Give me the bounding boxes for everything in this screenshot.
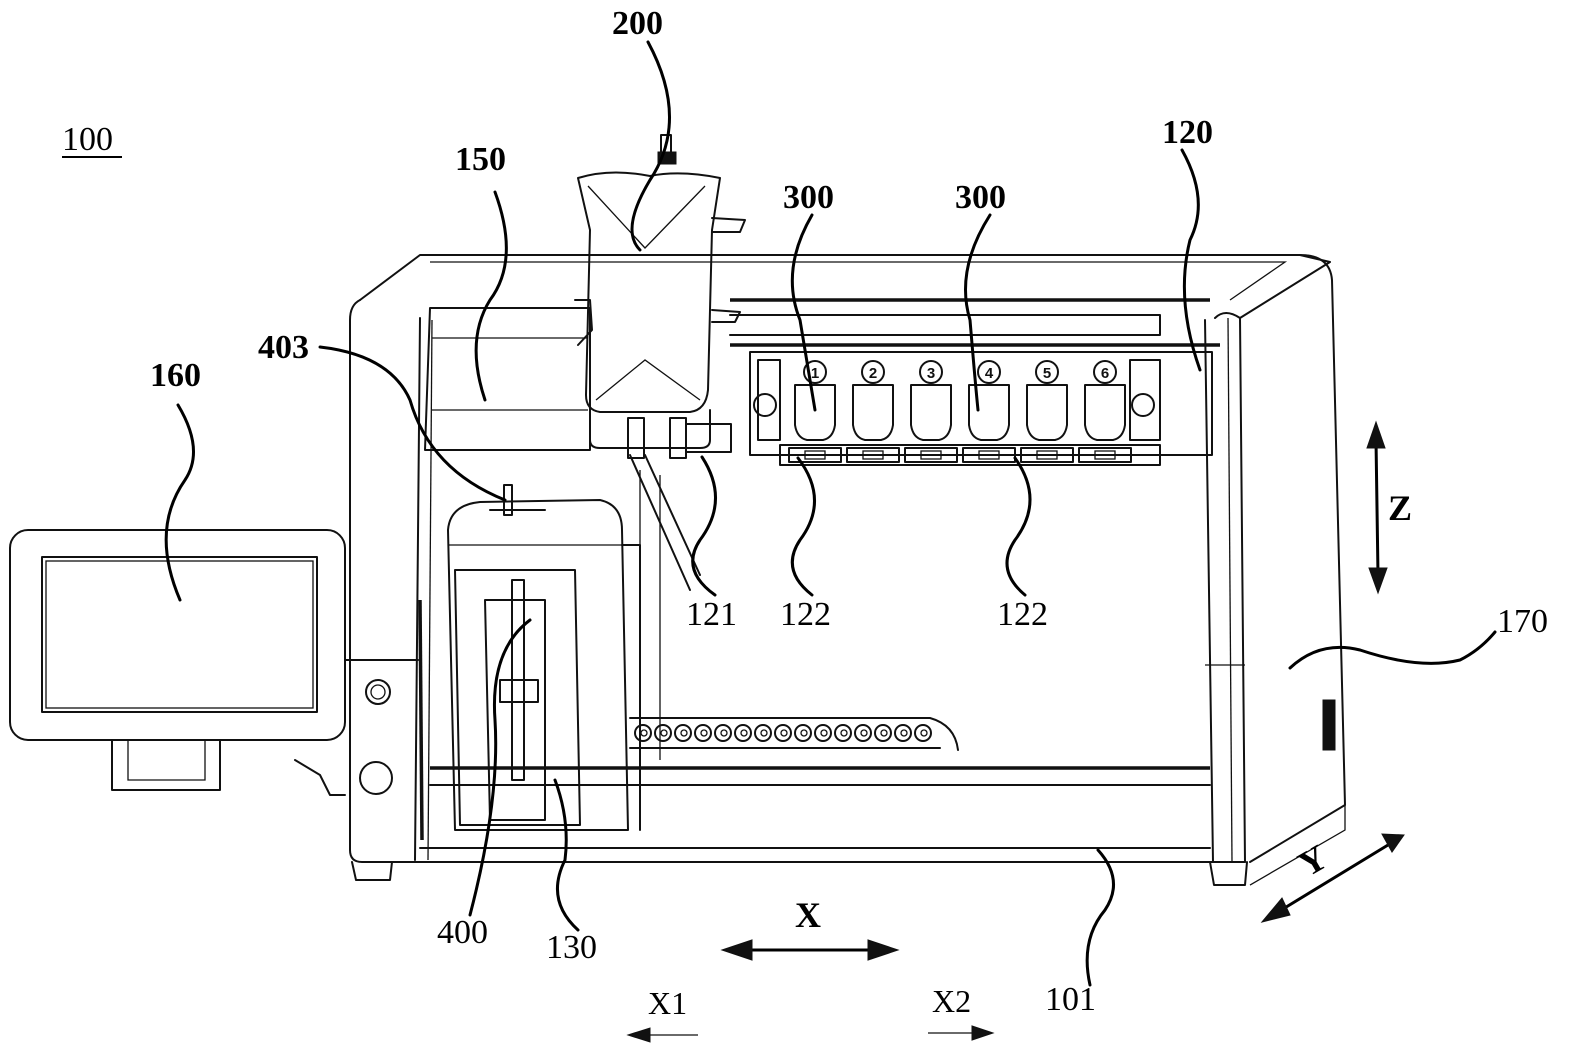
- display-160: [10, 530, 418, 795]
- label-130: 130: [546, 929, 597, 966]
- chain-link: [855, 725, 871, 741]
- pump-module-150: [425, 300, 592, 450]
- label-100: 100: [62, 121, 113, 158]
- z-axis-arrow: [1376, 440, 1378, 575]
- arrowhead-icon: [868, 940, 898, 960]
- chain-link: [815, 725, 831, 741]
- leader-300a: [792, 215, 815, 410]
- arrowhead-icon: [628, 1028, 650, 1042]
- axis-label-x: X: [795, 895, 821, 935]
- knob-icon: [366, 680, 390, 704]
- leader-122a: [792, 458, 814, 595]
- axis-label-y: Y: [1291, 837, 1334, 885]
- vial-2: 2: [847, 361, 899, 462]
- label-400: 400: [437, 914, 488, 951]
- axis-arrows: [628, 422, 1404, 1042]
- cable-chain: [630, 718, 958, 750]
- vial-body: [1085, 385, 1125, 440]
- label-300b: 300: [955, 179, 1006, 216]
- vial-body: [911, 385, 951, 440]
- vial-number: 6: [1101, 365, 1109, 382]
- reference-labels: 100 200 150 120 300 300 403 160 121 122 …: [62, 5, 1548, 1021]
- arrowhead-icon: [1369, 568, 1387, 593]
- arrowhead-icon: [1367, 422, 1385, 448]
- axis-label-x2: X2: [932, 983, 971, 1019]
- chain-link: [795, 725, 811, 741]
- vial-number: 4: [985, 365, 994, 382]
- vial-body: [853, 385, 893, 440]
- chain-link: [835, 725, 851, 741]
- vial-body: [795, 385, 835, 440]
- vial-body: [1027, 385, 1067, 440]
- leader-120: [1182, 150, 1200, 370]
- label-122b: 122: [997, 596, 1048, 633]
- leader-150: [476, 192, 506, 400]
- label-403: 403: [258, 329, 309, 366]
- label-170: 170: [1497, 603, 1548, 640]
- chain-link: [695, 725, 711, 741]
- syringe-module-130: [448, 485, 640, 830]
- chain-link: [755, 725, 771, 741]
- vials: 1 2 3 4 5 6: [789, 361, 1131, 462]
- arrowhead-icon: [972, 1026, 993, 1040]
- label-300a: 300: [783, 179, 834, 216]
- vial-number: 5: [1043, 365, 1051, 382]
- leader-200: [632, 42, 670, 250]
- chain-link: [635, 725, 651, 741]
- label-150: 150: [455, 141, 506, 178]
- vial-number: 2: [869, 365, 877, 382]
- chain-link: [875, 725, 891, 741]
- vent-grille: [1323, 700, 1335, 750]
- leader-130: [555, 780, 578, 930]
- leader-122b: [1007, 458, 1030, 595]
- vial-number: 1: [811, 365, 819, 382]
- arrowhead-icon: [1262, 898, 1290, 922]
- chain-link: [675, 725, 691, 741]
- label-120: 120: [1162, 114, 1213, 151]
- leader-170: [1290, 632, 1495, 668]
- chain-link: [895, 725, 911, 741]
- arrowhead-icon: [722, 940, 752, 960]
- axis-label-x1: X1: [648, 985, 687, 1021]
- label-122a: 122: [780, 596, 831, 633]
- leader-160: [166, 405, 193, 600]
- leader-121: [693, 457, 716, 595]
- vial-6: 6: [1079, 361, 1131, 462]
- vial-5: 5: [1021, 361, 1073, 462]
- vial-number: 3: [927, 365, 935, 382]
- chain-link: [735, 725, 751, 741]
- label-121: 121: [686, 596, 737, 633]
- axis-label-z: Z: [1388, 488, 1412, 528]
- infusion-bag-200: [578, 135, 745, 760]
- chain-link: [655, 725, 671, 741]
- label-200: 200: [612, 5, 663, 42]
- arrowhead-icon: [1382, 834, 1404, 852]
- chain-link: [715, 725, 731, 741]
- button-icon: [360, 762, 392, 794]
- chain-link: [775, 725, 791, 741]
- vial-4: 4: [963, 361, 1015, 462]
- label-101: 101: [1045, 981, 1096, 1018]
- chain-link: [915, 725, 931, 741]
- label-160: 160: [150, 357, 201, 394]
- vial-3: 3: [905, 361, 957, 462]
- leader-101: [1087, 850, 1113, 985]
